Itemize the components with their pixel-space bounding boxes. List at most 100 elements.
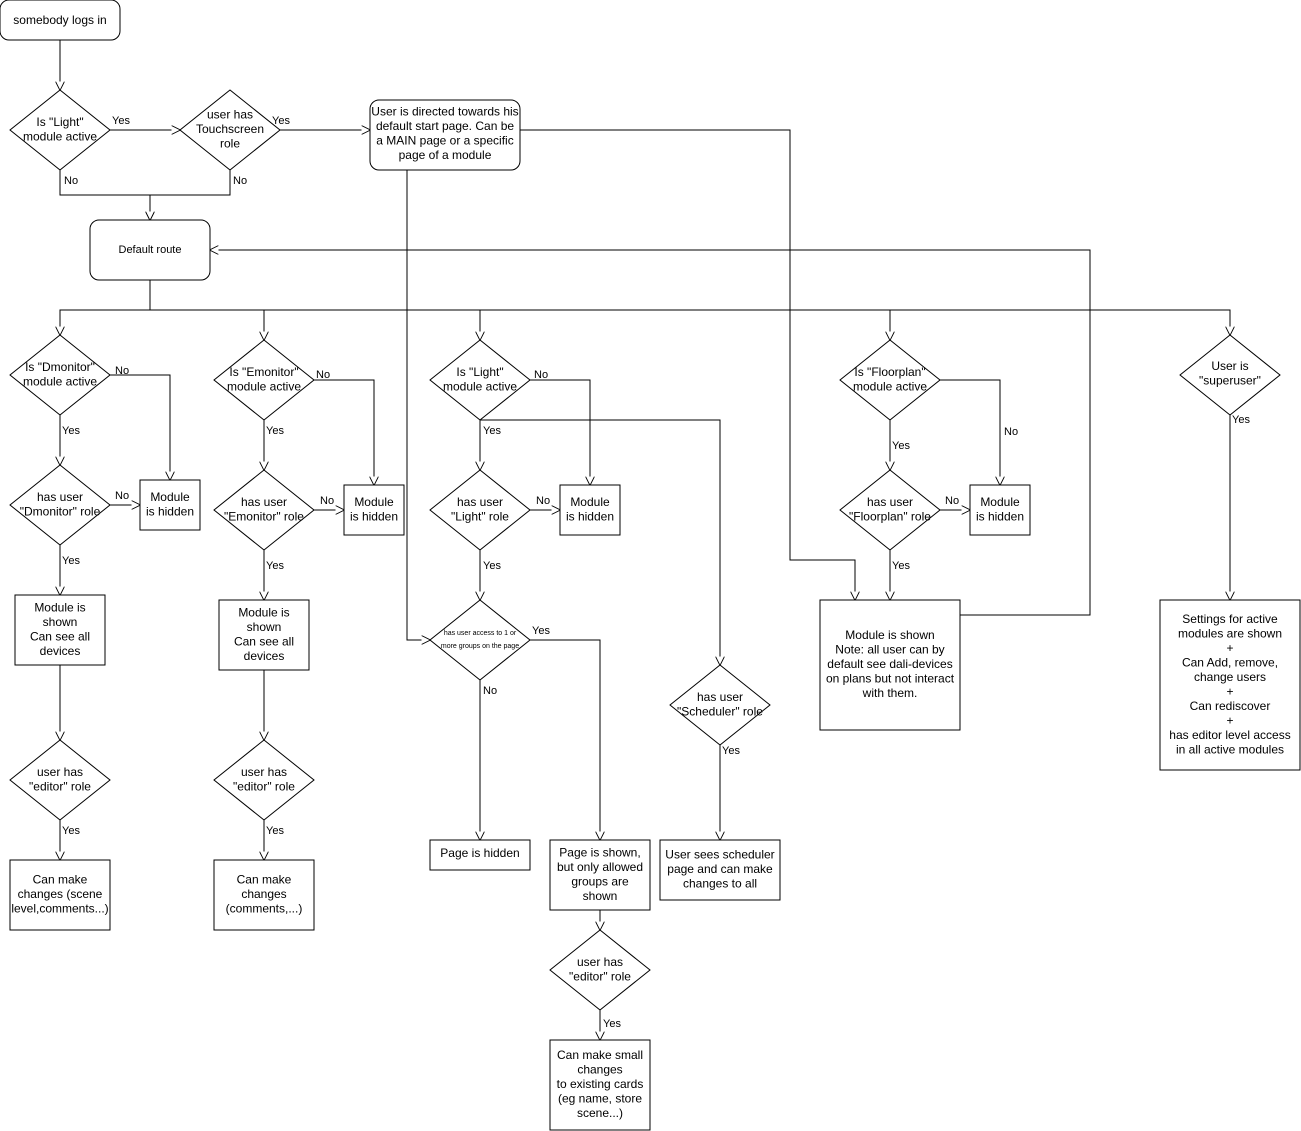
node-text-line: "editor" role xyxy=(29,779,91,793)
connector-arrow xyxy=(530,379,590,485)
node-text-line: has user xyxy=(457,495,503,509)
node-text-line: "Emonitor" role xyxy=(224,509,304,523)
node-text-line: role xyxy=(220,137,240,151)
node-text-line: "editor" role xyxy=(233,779,295,793)
node-superuser: User is"superuser" xyxy=(1179,334,1281,416)
node-text-line: changes to all xyxy=(683,877,757,891)
node-text-line: "Floorplan" role xyxy=(849,509,931,523)
node-text-line: has user xyxy=(697,690,743,704)
node-text-line: Can make xyxy=(33,873,88,887)
rect-shape xyxy=(1159,599,1301,771)
node-text-line: page of a module xyxy=(399,148,492,162)
node-floor-active: Is "Floorplan"module active xyxy=(839,339,941,421)
edge-label-yes: Yes xyxy=(266,825,284,837)
node-text-line: shown xyxy=(43,615,78,629)
node-text-line: Can see all xyxy=(234,634,294,648)
diamond-shape xyxy=(839,469,941,551)
connector-arrow xyxy=(150,170,231,220)
diamond-shape xyxy=(669,664,771,746)
node-text-line: Page is shown, xyxy=(559,845,640,859)
node-text-line: changes (scene xyxy=(18,887,103,901)
edge-label-yes: Yes xyxy=(112,115,130,127)
connector-arrow xyxy=(480,419,720,665)
node-text-line: Is "Dmonitor" xyxy=(25,360,95,374)
diamond-shape xyxy=(9,739,111,821)
diamond-shape xyxy=(429,599,531,681)
edge-label-no: No xyxy=(483,685,497,697)
node-text-line: user has xyxy=(577,955,623,969)
node-text-line: with them. xyxy=(862,686,918,700)
rect-shape xyxy=(343,484,405,536)
rounded-shape xyxy=(0,0,121,41)
connector-arrow xyxy=(150,309,890,340)
node-emon-editor: user has"editor" role xyxy=(213,739,315,821)
node-text-line: Can make xyxy=(237,873,292,887)
node-text-line: Module is shown xyxy=(845,628,934,642)
node-light-role: has user"Light" role xyxy=(429,469,531,551)
node-dmon-active: Is "Dmonitor"module active xyxy=(9,334,111,416)
node-text-line: Page is hidden xyxy=(440,846,519,860)
node-text-line: Module xyxy=(150,490,190,504)
node-text-line: Touchscreen xyxy=(196,122,264,136)
diamond-shape xyxy=(429,339,531,421)
edge-label-no: No xyxy=(115,365,129,377)
connector-arrow xyxy=(520,129,855,600)
node-text-line: has user access to 1 or xyxy=(444,630,517,637)
node-text-line: level,comments...) xyxy=(11,902,108,916)
node-floor-role: has user"Floorplan" role xyxy=(839,469,941,551)
node-text-line: has user xyxy=(241,495,287,509)
rect-shape xyxy=(429,839,531,871)
diamond-shape xyxy=(9,89,111,171)
node-default-route: Default route xyxy=(89,219,211,281)
node-text-line: User is xyxy=(1211,359,1248,373)
connector-arrow xyxy=(210,250,1091,616)
node-sched-role: has user"Scheduler" role xyxy=(669,664,771,746)
node-text-line: is hidden xyxy=(146,504,194,518)
node-text-line: (eg name, store xyxy=(558,1092,642,1106)
node-login: somebody logs in xyxy=(0,0,121,41)
rect-shape xyxy=(659,839,781,901)
diamond-shape xyxy=(213,339,315,421)
node-light-editor: user has"editor" role xyxy=(549,929,651,1011)
node-dmon-role: has user"Dmonitor" role xyxy=(9,464,111,546)
node-light-active: Is "Light"module active xyxy=(429,339,531,421)
node-text-line: changes xyxy=(241,887,286,901)
edge-label-yes: Yes xyxy=(62,425,80,437)
node-text-line: Settings for active xyxy=(1182,612,1278,626)
diamond-shape xyxy=(9,334,111,416)
node-text-line: user has xyxy=(207,108,253,122)
edge-label-yes: Yes xyxy=(483,425,501,437)
node-text-line: Can make small xyxy=(557,1048,643,1062)
connector-arrow xyxy=(406,170,430,640)
edge-label-yes: Yes xyxy=(62,825,80,837)
node-text-line: + xyxy=(1226,641,1233,655)
node-text-line: Module xyxy=(980,495,1020,509)
node-text-line: "Scheduler" role xyxy=(677,704,763,718)
rect-shape xyxy=(559,484,621,536)
edge-label-yes: Yes xyxy=(62,555,80,567)
node-text-line: has editor level access xyxy=(1169,728,1290,742)
node-text-line: more groups on the page xyxy=(441,643,519,650)
rounded-shape xyxy=(89,219,211,281)
node-text-line: + xyxy=(1226,713,1233,727)
diamond-shape xyxy=(213,469,315,551)
node-text-line: Can Add, remove, xyxy=(1182,655,1278,669)
node-text-line: shown xyxy=(247,620,282,634)
connector-arrow xyxy=(150,309,480,340)
connector-arrow xyxy=(60,280,151,335)
node-text-line: page and can make xyxy=(667,862,773,876)
rect-shape xyxy=(549,839,651,911)
connector-arrow xyxy=(150,309,264,340)
